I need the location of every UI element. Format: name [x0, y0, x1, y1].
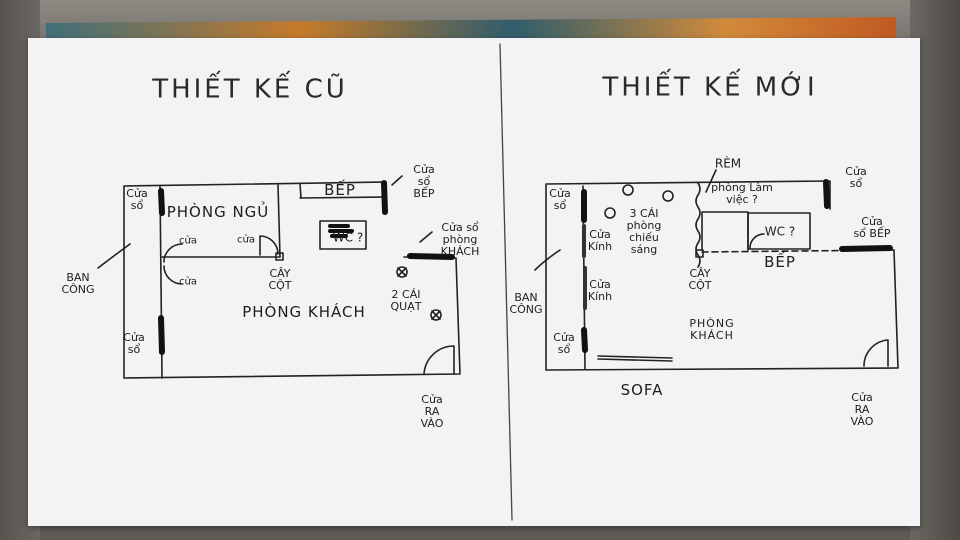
old-bedroom-right-wall	[277, 184, 281, 258]
new-label-window-topleft: Cửa sổ	[549, 186, 571, 212]
old-door-arc-2	[163, 265, 183, 285]
old-label-door-a: cửa	[179, 235, 197, 247]
new-glass-door-marks	[582, 224, 587, 310]
old-label-door-c: cửa	[179, 276, 197, 288]
old-kitchen-bottom-wall	[299, 196, 387, 199]
new-light-1	[622, 184, 634, 196]
old-label-balcony: BAN CÔNG	[61, 270, 95, 296]
old-label-door-b: cửa	[237, 234, 255, 246]
old-label-kitchen: BẾP	[324, 180, 356, 199]
new-label-living-room: PHÒNG KHÁCH	[689, 316, 735, 342]
new-label-kitchen: BẾP	[764, 252, 796, 271]
old-label-column: CÂY CỘT	[268, 266, 292, 292]
new-label-office: phòng Làm việc ?	[711, 180, 773, 206]
new-label-balcony: BAN CÔNG	[509, 290, 543, 316]
old-window-marks	[158, 180, 455, 355]
new-label-column: CÂY CỘT	[688, 266, 712, 292]
old-fan-1	[396, 266, 408, 278]
old-label-kitchen-window: Cửa sổ BẾP	[413, 162, 435, 201]
new-wc-door	[749, 233, 765, 249]
new-label-window-bottomleft: Cửa sổ	[553, 330, 575, 356]
new-label-sofa: SOFA	[620, 380, 664, 399]
old-kitchen-left-wall	[299, 183, 302, 199]
new-label-kitchen-window: Cửa sổ BẾP	[853, 214, 891, 240]
old-design-title: THIẾT KẾ CŨ	[152, 74, 348, 105]
old-label-fans: 2 CÁI QUẠT	[390, 287, 422, 313]
old-wc-scribble	[328, 224, 354, 238]
new-label-glass-door-2: Cửa Kính	[587, 277, 613, 303]
new-label-entrance: Cửa RA VÀO	[850, 390, 874, 429]
old-label-living-window: Cửa sổ phòng KHÁCH	[440, 220, 480, 259]
old-label-window-bottomleft: Cửa sổ	[123, 330, 145, 356]
new-label-wc: WC ?	[764, 224, 796, 239]
new-curtain-leader	[705, 169, 717, 193]
new-entrance-door	[863, 339, 889, 367]
new-light-2	[662, 190, 674, 202]
new-sofa	[597, 355, 673, 362]
old-label-window-topleft: Cửa sổ	[126, 186, 148, 212]
old-balcony-leader	[97, 243, 131, 269]
new-label-lights: 3 CÁI phòng chiếu sáng	[626, 206, 662, 257]
new-office-wall	[701, 211, 749, 251]
new-light-3	[604, 207, 616, 219]
old-bedroom-door	[259, 235, 279, 256]
old-label-wc: WC ?	[332, 230, 364, 245]
new-curtain	[695, 182, 701, 268]
new-wc-box	[747, 212, 811, 250]
old-wc-box	[319, 220, 367, 250]
old-living-window-leader	[419, 231, 433, 243]
old-label-entrance: Cửa RA VÀO	[420, 392, 444, 431]
paper-fold-line	[499, 43, 513, 521]
new-label-window-topright: Cửa sổ	[845, 164, 867, 190]
old-column	[275, 252, 284, 261]
new-window-marks	[581, 179, 893, 353]
new-balcony-leader	[534, 249, 561, 271]
old-kitchen-window-leader	[391, 175, 403, 186]
sketch-paper	[28, 38, 920, 526]
new-label-curtain: RÈM	[714, 156, 742, 171]
old-label-bedroom: PHÒNG NGỦ	[166, 202, 270, 221]
new-column	[695, 249, 704, 258]
old-door-arc-1	[163, 243, 183, 263]
new-outer-wall	[545, 180, 899, 371]
new-label-glass-door-1: Cửa Kính	[587, 227, 613, 253]
old-fan-2	[430, 309, 442, 321]
old-entrance-door	[423, 345, 455, 375]
new-design-title: THIẾT KẾ MỚI	[602, 72, 818, 103]
old-label-living-room: PHÒNG KHÁCH	[242, 302, 366, 321]
